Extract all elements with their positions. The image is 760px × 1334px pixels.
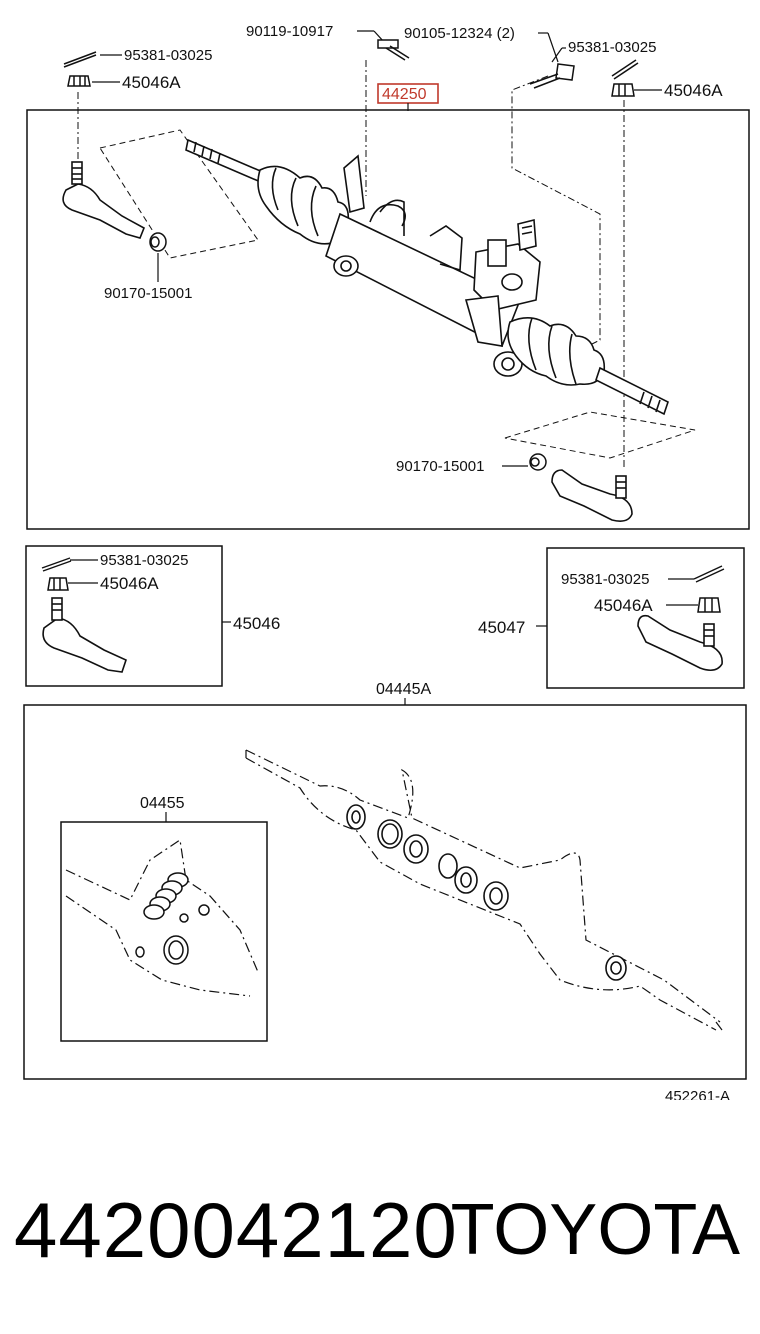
parts-diagram: 90119-10917 90105-12324 (2) 95381-03025 … — [23, 23, 750, 1100]
tie-end-left-part[interactable]: 45046 — [233, 614, 280, 633]
tie-end-right-pin[interactable]: 95381-03025 — [561, 571, 649, 588]
callout-nut-right[interactable]: 90170-15001 — [396, 458, 484, 475]
callout-nut-top-right[interactable]: 45046A — [664, 81, 723, 100]
cotter-pin-right-box — [693, 565, 725, 583]
bolt-a-icon — [377, 39, 410, 61]
tie-rod-end-left-box — [42, 597, 127, 673]
seal-rings-group — [346, 804, 627, 981]
tie-rod-end-left-top — [62, 161, 146, 239]
cotter-pin-left-box — [41, 557, 72, 572]
tie-end-right-part[interactable]: 45047 — [478, 618, 525, 637]
tie-end-left-pin[interactable]: 95381-03025 — [100, 552, 188, 569]
tie-end-right-nut[interactable]: 45046A — [594, 596, 653, 615]
nut-left-icon — [149, 232, 167, 252]
tie-rod-end-right-top — [551, 469, 633, 522]
footer: 4420042120 TOYOTA — [14, 1180, 754, 1290]
castle-nut-top-right — [611, 83, 635, 97]
valve-phantom-outline — [65, 838, 259, 997]
gasket-kit-frame — [23, 704, 747, 1080]
cotter-pin-top-right — [611, 59, 639, 80]
castle-nut-top-left — [67, 75, 91, 87]
cotter-pin-top-left — [63, 51, 97, 68]
tie-end-right-frame — [546, 547, 745, 689]
nut-right-icon — [529, 453, 547, 471]
assembly-frame — [26, 109, 750, 530]
gasket-kit-sub-frame — [60, 821, 268, 1042]
part-number: 4420042120 — [14, 1186, 458, 1274]
tie-end-left-frame — [25, 545, 223, 687]
callout-bolt-b[interactable]: 90105-12324 (2) — [404, 25, 515, 42]
tie-end-left-nut[interactable]: 45046A — [100, 574, 159, 593]
gasket-kit-sub-label[interactable]: 04455 — [140, 795, 185, 812]
assembly-label[interactable]: 44250 — [382, 86, 427, 103]
castle-nut-right-box — [697, 597, 721, 613]
valve-seals-group — [135, 872, 210, 965]
castle-nut-left-box — [47, 577, 69, 591]
gasket-kit-label[interactable]: 04445A — [376, 681, 431, 698]
callout-bolt-a[interactable]: 90119-10917 — [246, 23, 333, 40]
bolt-b-icon — [529, 63, 575, 89]
callout-nut-left[interactable]: 90170-15001 — [104, 285, 192, 302]
rack-phantom-outline — [245, 749, 721, 1031]
steering-rack-assembly — [185, 138, 669, 416]
callout-nut-top-left[interactable]: 45046A — [122, 73, 181, 92]
diagram-reference: 452261-A — [665, 1088, 730, 1100]
callout-pin-top-right[interactable]: 95381-03025 — [568, 39, 656, 56]
callout-pin-top-left[interactable]: 95381-03025 — [124, 47, 212, 64]
tie-rod-end-right-box — [637, 614, 723, 672]
brand-name: TOYOTA — [450, 1190, 740, 1270]
